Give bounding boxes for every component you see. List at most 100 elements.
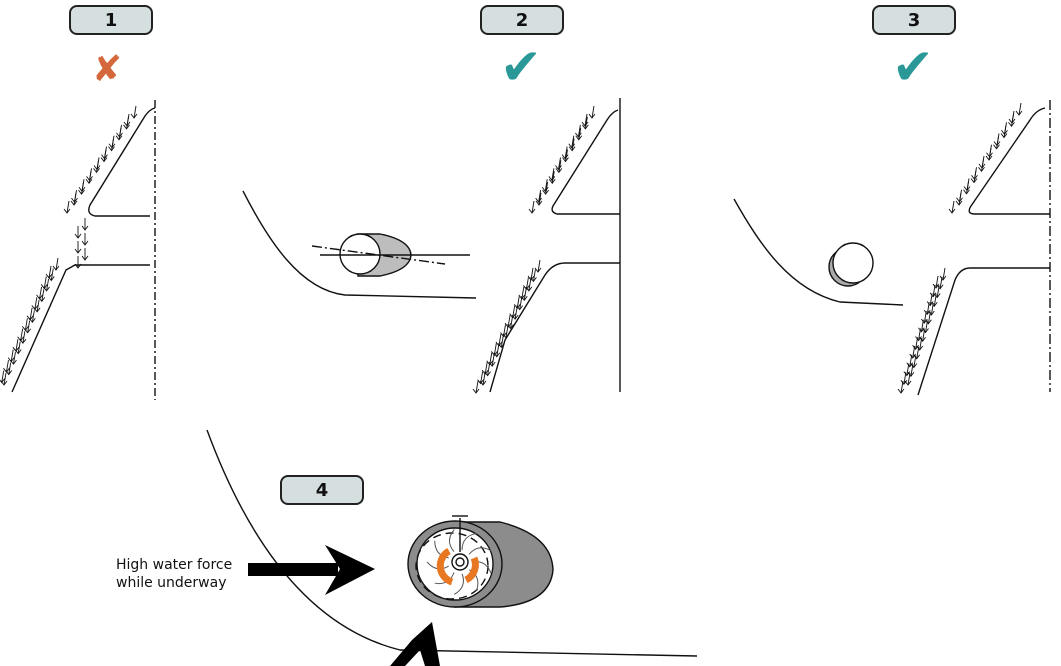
flow-arrow [532,269,536,282]
flow-arrow [519,297,523,310]
flow-arrow-head [535,200,543,206]
flow-arrow-head [115,135,123,141]
flow-arrow [88,171,92,184]
flow-arrow [936,285,940,298]
panel-3-hull [917,100,1051,396]
flow-arrow-head [930,301,938,307]
flow-arrow [933,294,937,307]
flow-arrow-head [568,146,576,152]
flow-arrow-head [916,345,924,351]
flow-arrow-head [927,310,935,316]
flow-arrow-head [1015,110,1023,116]
flow-arrow [41,289,45,302]
flow-arrow [966,181,969,194]
flow-arrow [918,328,921,341]
flow-arrow-head [985,155,993,161]
flow-arrow [1003,125,1007,138]
flow-arrow-head [1008,121,1015,127]
flow-arrow [939,276,943,289]
flow-arrow [20,328,24,341]
flow-arrow [909,354,913,367]
flow-arrow [510,316,513,329]
flow-arrow [29,307,33,320]
cross-icon: ✘ [92,49,123,90]
flow-arrow [50,268,54,281]
flow-arrow-head [130,113,138,119]
tunnel-aligned [733,198,904,306]
flow-arrow [1018,102,1022,116]
flow-arrow-head [548,178,556,184]
panel-1-flow-arrows [0,105,138,390]
flow-arrow-head [939,275,947,281]
flow-arrow-head [534,267,542,273]
flow-arrow [111,138,114,151]
flow-arrow [906,363,910,376]
flow-arrow [10,349,14,362]
flow-arrow-head [897,388,905,394]
flow-arrow-head [955,200,963,206]
flow-arrow-head [85,178,93,184]
flow-arrow [916,346,920,359]
panel-2-hull [489,98,621,393]
flow-arrow-head [922,328,929,334]
flow-arrow [118,127,122,140]
flow-arrow-head [78,189,85,195]
panel-1-hull [11,100,156,400]
flow-arrow [1,370,5,383]
flow-arrow-head [568,143,576,149]
flow-arrow-head [528,208,536,214]
flow-arrow-head [925,319,932,325]
flow-arrow [558,157,561,170]
panel-2-flow-arrows [472,105,596,394]
flow-arrow [935,275,939,289]
flow-arrow [1011,114,1014,127]
flow-arrow [591,105,595,119]
flow-arrow [55,257,59,271]
flow-arrow [514,307,518,320]
flow-arrow [925,320,928,333]
flow-arrow [973,170,977,183]
flow-arrow-head [978,166,985,172]
flow-arrow-head [93,168,100,174]
flow-arrow [551,168,555,181]
flow-arrow [910,364,914,377]
flow-arrow [15,339,19,352]
flow-arrow-head [74,263,82,269]
flow-arrow-head [963,189,970,195]
flow-arrow [538,192,542,206]
flow-arrow-head [542,189,549,195]
thruster-tunnel [407,520,554,608]
flow-arrow [96,160,99,173]
flow-arrow-head [511,314,519,320]
flow-arrow-head [74,248,82,254]
step-badge-3: 3 [872,5,956,35]
flow-arrow-head [493,352,501,358]
step-badge-1: 1 [69,5,153,35]
flow-arrow-head [919,336,926,342]
flow-arrow [482,372,486,386]
flow-arrow [34,297,38,310]
flow-arrow [558,160,562,173]
flow-arrow-head [970,178,978,184]
flow-arrow [13,352,16,365]
flow-arrow [81,182,84,195]
flow-arrow-head [488,361,496,367]
flow-arrow [919,337,923,351]
flow-arrow [36,299,40,312]
flow-arrow-head [81,240,89,246]
flow-arrow-head [29,318,36,324]
flow-arrow [66,200,70,214]
flow-arrow-head [497,343,505,349]
step-badge-4: 4 [280,475,364,505]
water-force-label: High water force while underway [116,556,232,592]
flow-arrow [912,345,916,359]
flow-arrow [17,341,21,354]
flow-arrow-head [530,277,537,283]
flow-arrow-head [5,370,13,376]
flow-arrow-head [108,146,115,152]
flow-arrow [27,320,31,333]
flow-arrow [922,329,926,342]
water-force-label-line-2: while underway [116,575,227,591]
tunnel-misaligned [242,190,477,299]
